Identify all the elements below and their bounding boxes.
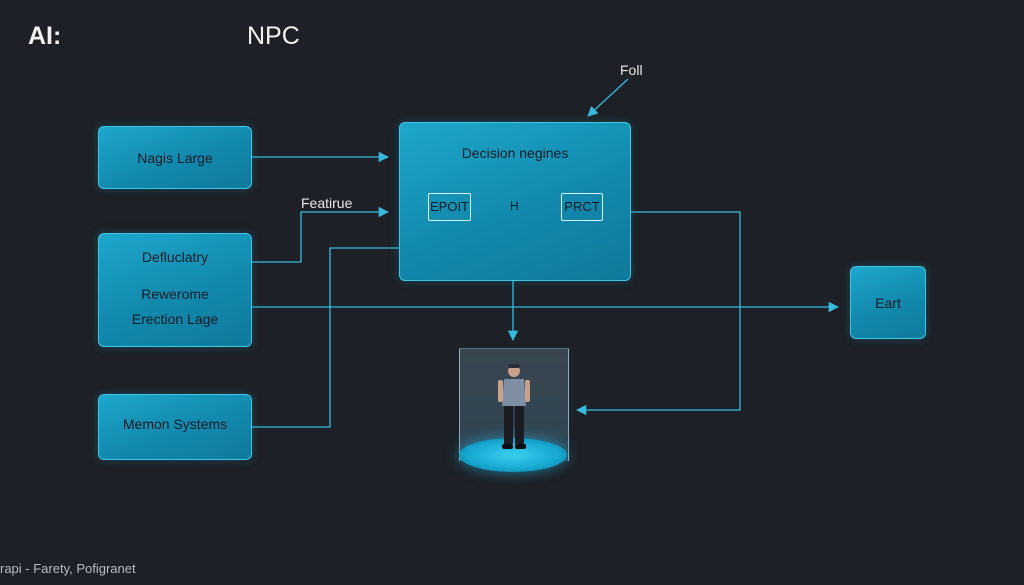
- footer-caption: rapi - Farety, Pofigranet: [0, 561, 136, 576]
- epoit-box: EPOIT: [428, 193, 471, 221]
- arrow-defluclatry-to-decision: [252, 206, 390, 263]
- block-eart-label: Eart: [875, 295, 901, 311]
- block-memon-systems-label: Memon Systems: [122, 416, 228, 432]
- block-decision-engines: Decision negines: [399, 122, 631, 281]
- block-defluclatry-label: Defluclatry: [141, 249, 209, 265]
- line-memon-to-decision: [252, 247, 400, 428]
- arrow-foll: [587, 78, 629, 117]
- block-eart: Eart: [850, 266, 926, 339]
- block-memon-systems: Memon Systems: [98, 394, 252, 460]
- foll-label: Foll: [620, 62, 643, 78]
- h-label: H: [510, 199, 519, 213]
- block-defluclatry: Defluclatry Rewerome Erection Lage: [98, 233, 252, 347]
- feature-label: Featiruе: [301, 195, 353, 211]
- title-npc: NPC: [247, 22, 300, 50]
- npc-character-figure: [498, 364, 530, 449]
- prct-box: PRCT: [561, 193, 603, 221]
- arrow-decision-loop-to-npc: [575, 211, 741, 416]
- block-erection-lage-label: Erection Lage: [131, 311, 219, 327]
- block-rewerome-label: Rewerome: [141, 286, 209, 302]
- title-ai: AI:: [28, 22, 62, 50]
- block-nagis-large-label: Nagis Large: [137, 150, 213, 166]
- decision-title: Decision negines: [461, 145, 569, 161]
- block-nagis-large: Nagis Large: [98, 126, 252, 189]
